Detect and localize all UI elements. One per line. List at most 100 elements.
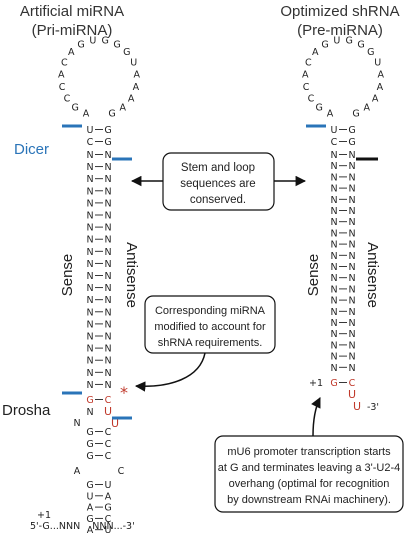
left-stem-second-pair-nt-left: C	[87, 137, 94, 148]
right-loop-nt: A	[312, 47, 319, 58]
left-drosha-pair1-nt-right: C	[105, 395, 112, 406]
left-stem-pair-nt-left: N	[86, 174, 93, 185]
left-lower-pair-nt-left: G	[86, 451, 93, 462]
right-loop-nt: G	[357, 40, 364, 51]
left-basal-pair-nt-right: C	[105, 514, 112, 525]
left-lower-pair-nt-right: C	[105, 427, 112, 438]
right-end-pair-nt-left: G	[330, 378, 337, 389]
right-three-prime: -3'	[367, 402, 379, 413]
left-stem-pair-nt-left: N	[86, 307, 93, 318]
left-loop-nt: A	[68, 47, 75, 58]
right-stem-pair-nt-right: N	[348, 161, 355, 172]
left-stem-pair-nt-right: N	[104, 198, 111, 209]
left-basal-pair-nt-right: A	[105, 491, 112, 502]
left-loop-nt: A	[128, 93, 135, 104]
left-drosha-pair1-nt-left: G	[86, 395, 93, 406]
left-stem-pair-nt-right: N	[104, 150, 111, 161]
right-stem-pair-nt-right: N	[348, 206, 355, 217]
left-stem-pair-nt-left: N	[86, 319, 93, 330]
corresponding-line3: shRNA requirements.	[158, 337, 263, 349]
right-stem-pair-nt-left: N	[330, 195, 337, 206]
right-loop-nt: A	[377, 82, 384, 93]
right-stem-top-pair-nt-left: U	[331, 125, 338, 136]
right-stem-pair-nt-right: N	[348, 240, 355, 251]
left-stem-pair-nt-left: N	[86, 356, 93, 367]
left-basal-pair-nt-left: G	[86, 514, 93, 525]
left-stem-pair-nt-right: N	[104, 271, 111, 282]
left-stem-pair-nt-right: N	[104, 356, 111, 367]
left-title-line2: (Pri-miRNA)	[32, 22, 113, 39]
right-loop-nt: G	[352, 109, 359, 120]
right-stem-pair-nt-right: N	[348, 228, 355, 239]
right-title-line1: Optimized shRNA	[280, 3, 399, 20]
right-stem-pair-nt-left: N	[330, 206, 337, 217]
left-stem-pair-nt-right: N	[104, 186, 111, 197]
left-drosha-overhang: U	[111, 417, 119, 430]
left-stem-pair-nt-left: N	[86, 283, 93, 294]
right-stem-pair-nt-left: N	[330, 329, 337, 340]
left-stem-second-pair-nt-right: G	[104, 137, 111, 148]
left-loop-nt: A	[120, 103, 127, 114]
promoter-line4: by downstream RNAi machinery).	[227, 494, 391, 506]
promoter-line1: mU6 promoter transcription starts	[227, 446, 391, 458]
right-loop-nt: C	[305, 58, 312, 69]
corresponding-line1: Corresponding miRNA	[155, 305, 266, 317]
left-basal-pair-nt-right: U	[105, 480, 112, 491]
right-stem-pair-nt-right: N	[348, 329, 355, 340]
left-lower-pair-nt-left: G	[86, 439, 93, 450]
right-stem-pair-nt-right: N	[348, 150, 355, 161]
left-loop-nt: C	[64, 93, 71, 104]
left-ends: 5'-G...NNN NNN...-3'	[30, 521, 135, 532]
right-stem-pair-nt-right: N	[348, 273, 355, 284]
conserved-line2: sequences are	[180, 178, 255, 190]
right-loop-nt: C	[308, 93, 315, 104]
left-stem-pair-nt-left: N	[86, 235, 93, 246]
dicer-label: Dicer	[14, 141, 49, 158]
right-plus1: +1	[309, 378, 323, 389]
right-stem-pair-nt-left: N	[330, 251, 337, 262]
left-stem-pair-nt-right: N	[104, 283, 111, 294]
right-loop-nt: A	[327, 109, 334, 120]
right-stem-pair-nt-left: N	[330, 363, 337, 374]
left-stem-pair-nt-right: N	[104, 235, 111, 246]
right-stem-pair-nt-right: N	[348, 262, 355, 273]
left-stem-pair-nt-right: N	[104, 368, 111, 379]
left-sense-label: Sense	[59, 254, 76, 297]
conserved-line3: conserved.	[190, 194, 246, 206]
right-loop-nt: G	[367, 47, 374, 58]
right-stem-pair-nt-left: N	[330, 161, 337, 172]
left-lower-pair-nt-left: G	[86, 427, 93, 438]
left-stem-pair-nt-right: N	[104, 223, 111, 234]
right-stem-pair-nt-right: N	[348, 251, 355, 262]
left-antisense-label: Antisense	[123, 242, 140, 308]
right-stem-pair-nt-left: N	[330, 228, 337, 239]
left-stem-pair-nt-left: N	[86, 368, 93, 379]
right-antisense-label: Antisense	[364, 242, 381, 308]
right-stem-pair-nt-right: N	[348, 307, 355, 318]
left-bulge-c: C	[118, 466, 125, 477]
left-loop-nt: U	[89, 36, 96, 47]
right-loop-nt: A	[372, 93, 379, 104]
left-stem-pair-nt-left: N	[86, 271, 93, 282]
left-stem-pair-nt-left: N	[86, 295, 93, 306]
right-stem-pair-nt-left: N	[330, 296, 337, 307]
right-loop-nt: G	[316, 103, 323, 114]
left-loop-nt: A	[58, 70, 65, 81]
right-title-line2: (Pre-miRNA)	[297, 22, 383, 39]
left-stem-pair-nt-left: N	[86, 150, 93, 161]
left-basal-pair-nt-right: U	[105, 525, 112, 535]
left-stem-pair-nt-right: N	[104, 344, 111, 355]
promoter-line3: overhang (optimal for recognition	[229, 478, 390, 490]
right-stem-pair-nt-right: N	[348, 184, 355, 195]
left-stem-pair-nt-right: N	[104, 307, 111, 318]
right-stem-pair-nt-right: N	[348, 217, 355, 228]
right-loop-nt: U	[333, 36, 340, 47]
right-stem-second-pair-nt-right: G	[348, 137, 355, 148]
left-basal-pair-nt-right: G	[104, 503, 111, 514]
left-star: *	[120, 383, 128, 402]
right-end-pair-nt-right: C	[349, 378, 356, 389]
left-loop-nt: A	[134, 70, 141, 81]
